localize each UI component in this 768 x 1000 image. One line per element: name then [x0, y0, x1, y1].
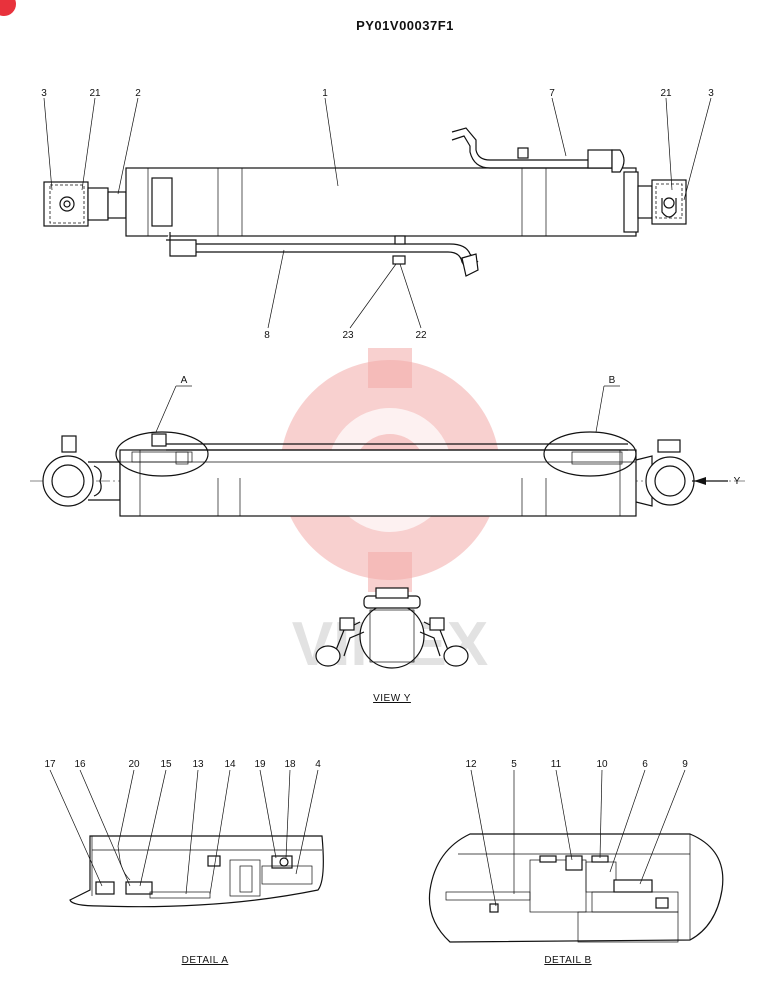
detail-marker-a: A [181, 375, 188, 386]
callout-8: 8 [264, 330, 270, 341]
callout-20: 20 [128, 759, 140, 770]
callout-1: 1 [322, 88, 328, 99]
callout-23: 23 [342, 330, 354, 341]
callout-10: 10 [596, 759, 608, 770]
callout-12: 12 [465, 759, 477, 770]
detail-b-caption: DETAIL B [544, 955, 591, 966]
view-y-drawing [315, 587, 469, 669]
callout-11: 11 [551, 759, 562, 770]
callout-6: 6 [642, 759, 648, 770]
main-leaders [43, 97, 712, 329]
cylinder-side-view [30, 431, 745, 517]
callout-2: 2 [135, 88, 141, 99]
callout-14: 14 [224, 759, 236, 770]
callout-17: 17 [44, 759, 56, 770]
callout-9: 9 [682, 759, 688, 770]
cylinder-top-view [43, 127, 687, 277]
corner-badge [0, 0, 16, 16]
callout-21-right: 21 [660, 88, 672, 99]
callout-7: 7 [549, 88, 555, 99]
detail-marker-leaders [155, 385, 620, 433]
callout-15: 15 [160, 759, 172, 770]
callout-22: 22 [415, 330, 427, 341]
callout-3-left: 3 [41, 88, 47, 99]
detail-b-leaders [470, 769, 686, 907]
detail-b-drawing [428, 833, 724, 943]
callout-4: 4 [315, 759, 321, 770]
view-y-caption: VIEW Y [373, 693, 411, 704]
callout-18: 18 [284, 759, 296, 770]
callout-16: 16 [74, 759, 86, 770]
callout-5: 5 [511, 759, 517, 770]
callout-13: 13 [192, 759, 204, 770]
view-arrow-y: Y [734, 476, 741, 487]
callout-21-left: 21 [89, 88, 101, 99]
detail-a-leaders [49, 769, 319, 895]
detail-marker-b: B [609, 375, 616, 386]
detail-a-caption: DETAIL A [182, 955, 229, 966]
callout-19: 19 [254, 759, 266, 770]
callout-3-right: 3 [708, 88, 714, 99]
detail-a-drawing [69, 835, 324, 908]
drawing-number: PY01V00037F1 [356, 18, 454, 33]
